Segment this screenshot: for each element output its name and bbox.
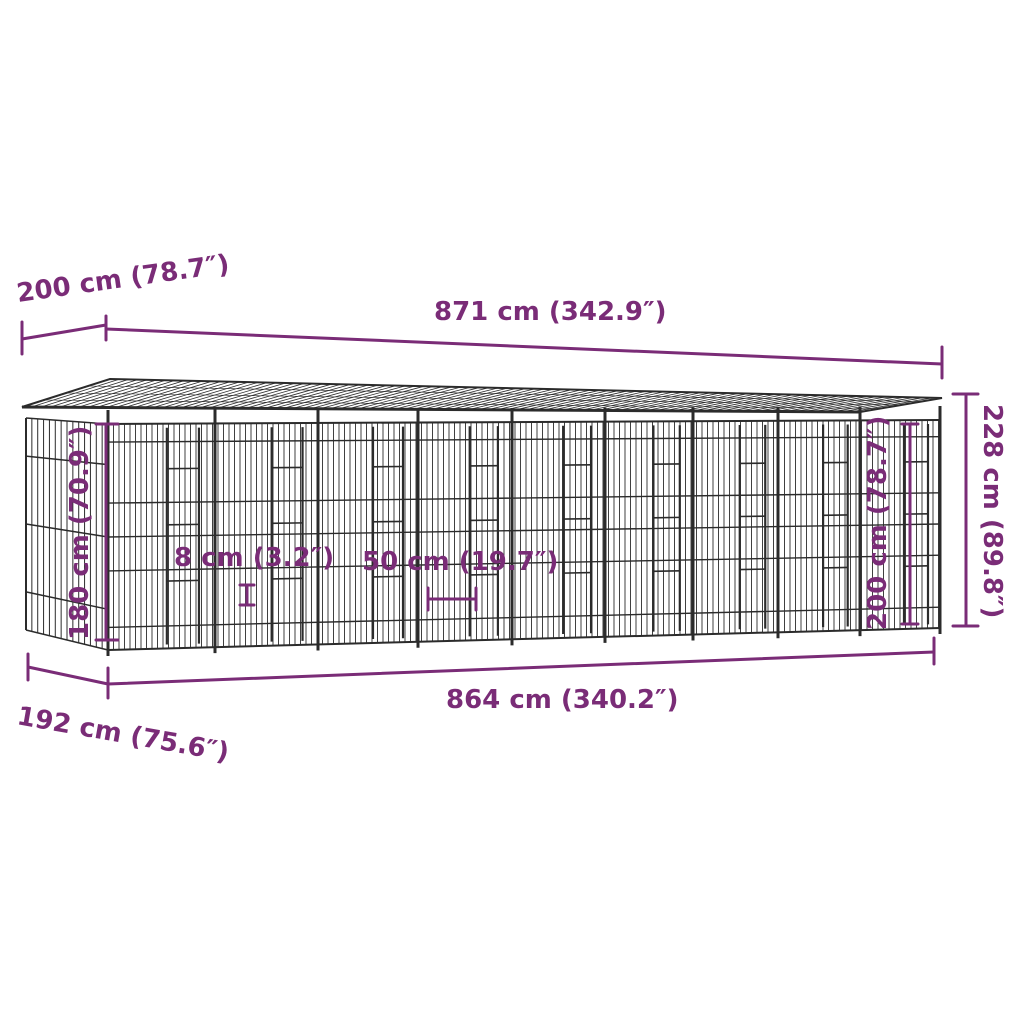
roof-crossline xyxy=(65,392,902,406)
door-height-label: 200 cm (78.7″) xyxy=(863,416,893,630)
kennel-front-wall xyxy=(106,406,942,656)
door-rail xyxy=(271,577,303,580)
roof-crossline xyxy=(87,385,922,402)
front-rail xyxy=(107,627,941,651)
base-depth-line xyxy=(26,665,110,686)
front-rail xyxy=(107,419,941,425)
side-rail xyxy=(25,523,109,538)
roof-depth-label: 200 cm (78.7″) xyxy=(15,249,232,309)
door-rail xyxy=(166,579,199,582)
side-rail xyxy=(25,417,109,425)
door-rail xyxy=(653,569,680,573)
front-rail xyxy=(107,492,941,504)
door-rail xyxy=(739,568,766,571)
side-rail xyxy=(25,591,109,611)
front-rail xyxy=(107,435,941,443)
total-height-label: 228 cm (89.8″) xyxy=(977,404,1007,618)
front-rail xyxy=(107,554,941,572)
roof-crossline xyxy=(43,399,881,409)
front-rail xyxy=(107,523,941,538)
roof-corrugation xyxy=(31,378,933,413)
ground-gap-label: 8 cm (3.2″) xyxy=(174,543,334,573)
door-width-label: 50 cm (19.7″) xyxy=(362,547,558,577)
base-depth-label: 192 cm (75.6″) xyxy=(15,701,231,768)
door-rail xyxy=(469,573,498,576)
front-rail xyxy=(107,606,941,629)
roof-length-label: 871 cm (342.9″) xyxy=(434,297,667,327)
base-length-label: 864 cm (340.2″) xyxy=(446,685,679,715)
base-length-line xyxy=(106,650,936,686)
dog-kennel-illustration xyxy=(21,377,943,656)
roof-length-line xyxy=(104,327,944,366)
side-rail xyxy=(25,629,109,651)
door-rail xyxy=(372,575,404,578)
dimension-lines xyxy=(20,314,980,700)
door-rail xyxy=(563,571,592,574)
kennel-roof xyxy=(21,377,943,414)
side-rail xyxy=(25,455,109,466)
roof-depth-line xyxy=(20,323,108,341)
panel-height-label: 180 cm (70.9″) xyxy=(65,426,95,640)
